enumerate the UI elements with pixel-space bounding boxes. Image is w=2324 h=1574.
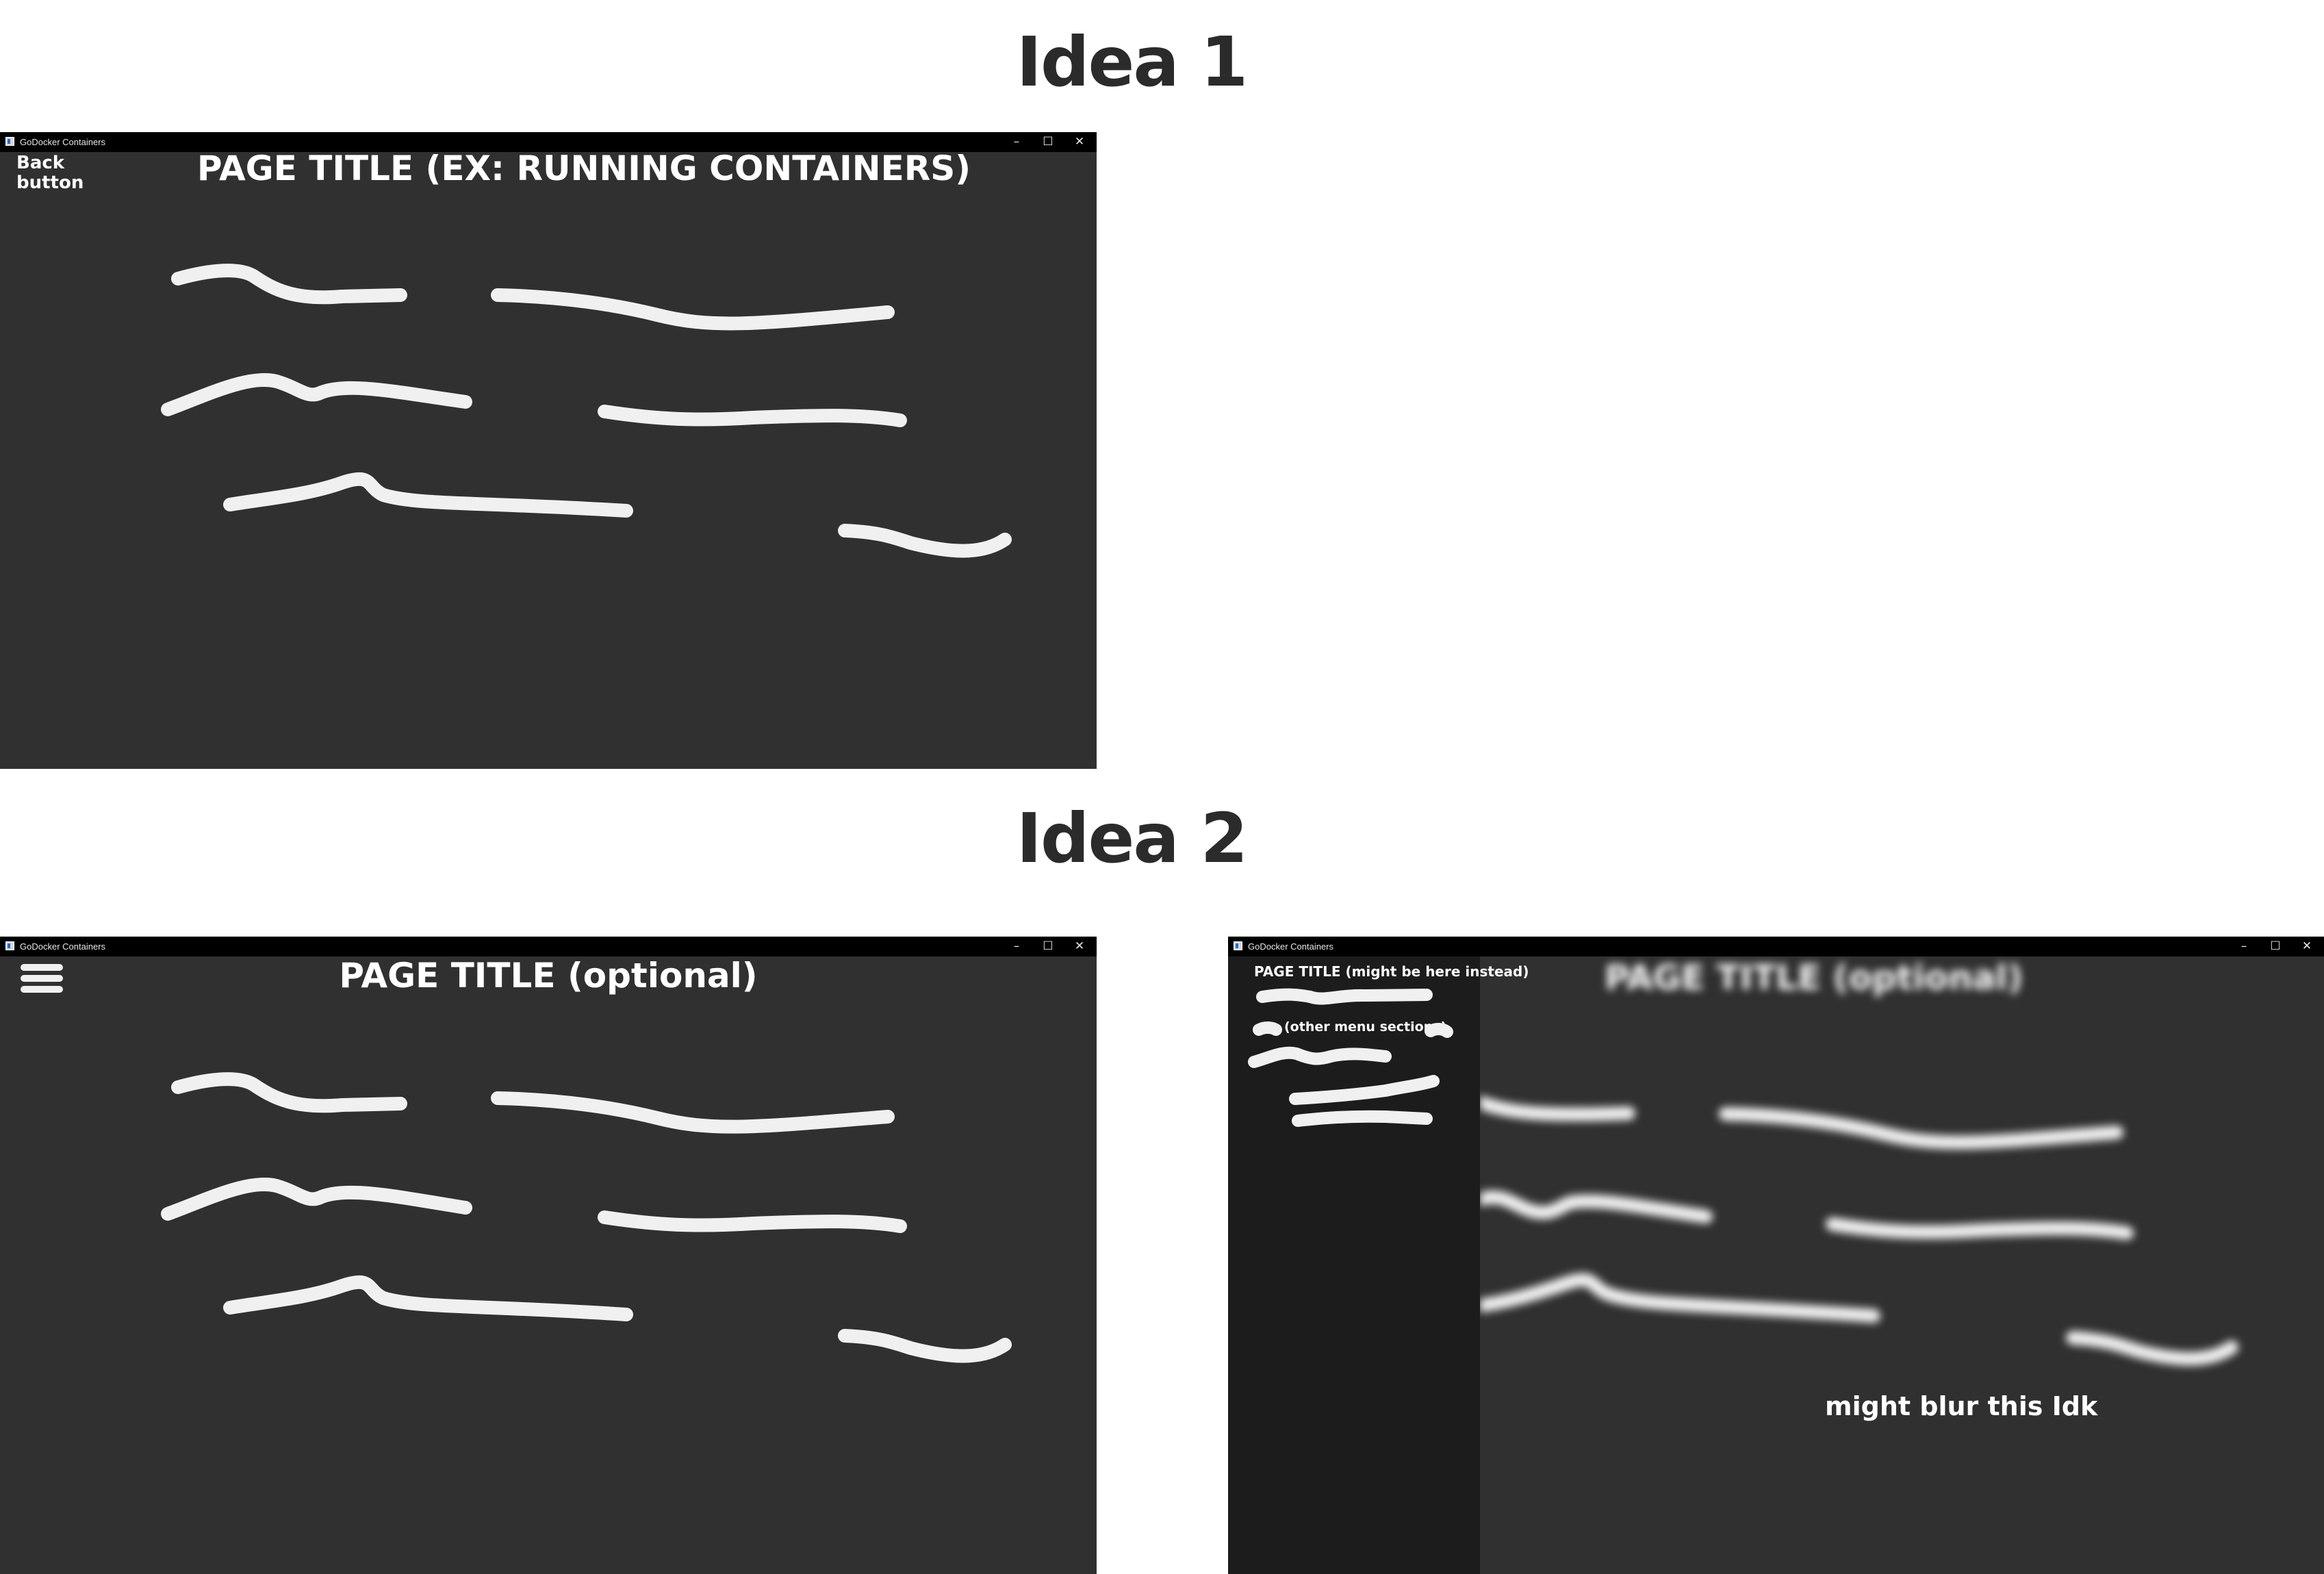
placeholder-line xyxy=(491,288,895,331)
maximize-icon[interactable]: ☐ xyxy=(1043,135,1054,149)
placeholder-line xyxy=(2066,1331,2238,1366)
menu-item-placeholder xyxy=(1292,1110,1433,1127)
back-button[interactable]: Back button xyxy=(16,153,84,193)
placeholder-line xyxy=(598,1210,907,1233)
maximize-icon[interactable]: ☐ xyxy=(2270,939,2281,953)
window-title: GoDocker Containers xyxy=(1248,941,1333,952)
placeholder-line xyxy=(598,405,907,427)
placeholder-line xyxy=(1826,1217,2134,1240)
window-titlebar[interactable]: GoDocker Containers – ☐ ✕ xyxy=(0,937,1097,956)
placeholder-line xyxy=(223,1275,633,1321)
app-icon xyxy=(1234,941,1242,950)
minimize-icon[interactable]: – xyxy=(1013,939,1020,953)
app-icon xyxy=(5,941,14,950)
placeholder-line xyxy=(171,264,407,305)
blurred-page-title: PAGE TITLE (optional) xyxy=(1605,958,2023,998)
hamburger-menu-icon[interactable] xyxy=(21,964,63,994)
minimize-icon[interactable]: – xyxy=(2240,939,2247,953)
menu-item-placeholder xyxy=(1425,1023,1453,1038)
placeholder-line xyxy=(1480,1190,1713,1223)
close-icon[interactable]: ✕ xyxy=(1074,135,1085,149)
navigation-drawer: PAGE TITLE (might be here instead) (othe… xyxy=(1228,956,1529,1574)
window-titlebar[interactable]: GoDocker Containers – ☐ ✕ xyxy=(0,132,1097,152)
blur-note: might blur this Idk xyxy=(1825,1391,2098,1421)
idea-2-window-hamburger: GoDocker Containers – ☐ ✕ PAGE TITLE (op… xyxy=(0,937,1097,1574)
app-icon xyxy=(5,137,14,146)
maximize-icon[interactable]: ☐ xyxy=(1043,939,1054,953)
content-placeholder-scribbles xyxy=(161,264,1012,558)
drawer-menu-sections-label: (other menu sections) xyxy=(1284,1019,1447,1034)
placeholder-line xyxy=(1480,1095,1635,1121)
window-title: GoDocker Containers xyxy=(20,137,105,147)
menu-item-placeholder xyxy=(1256,988,1433,1005)
drawer-menu-scribbles[interactable] xyxy=(1228,956,1480,1574)
window-titlebar[interactable]: GoDocker Containers – ☐ ✕ xyxy=(1228,937,2324,956)
placeholder-line xyxy=(1480,1273,1880,1323)
window-title: GoDocker Containers xyxy=(20,941,105,952)
placeholder-line xyxy=(1719,1107,2123,1150)
blurred-content: PAGE TITLE (optional) xyxy=(1480,956,2324,1574)
placeholder-line xyxy=(171,1072,407,1113)
blurred-content-area: PAGE TITLE (optional) might blur this Id… xyxy=(1480,956,2324,1574)
placeholder-line xyxy=(223,472,633,518)
menu-item-placeholder xyxy=(1253,1021,1282,1036)
drawer-page-title: PAGE TITLE (might be here instead) xyxy=(1254,963,1529,980)
placeholder-line xyxy=(161,1178,472,1221)
idea-1-heading: Idea 1 xyxy=(1016,22,1249,102)
placeholder-line xyxy=(838,524,1012,558)
close-icon[interactable]: ✕ xyxy=(2301,939,2312,953)
menu-item-placeholder xyxy=(1289,1075,1440,1105)
minimize-icon[interactable]: – xyxy=(1013,135,1020,149)
idea-2-heading: Idea 2 xyxy=(1016,798,1249,878)
blurred-placeholder-scribbles xyxy=(1480,1095,2238,1366)
idea-2-window-drawer: GoDocker Containers – ☐ ✕ PAGE TITLE (op… xyxy=(1228,937,2324,1574)
page-title: PAGE TITLE (optional) xyxy=(339,956,758,995)
content-placeholder-scribbles xyxy=(161,1072,1012,1363)
close-icon[interactable]: ✕ xyxy=(1074,939,1085,953)
placeholder-line xyxy=(491,1091,895,1134)
idea-1-window: GoDocker Containers – ☐ ✕ Back button PA… xyxy=(0,132,1097,769)
placeholder-line xyxy=(838,1329,1012,1363)
page-title: PAGE TITLE (EX: RUNNING CONTAINERS) xyxy=(196,149,971,188)
menu-item-placeholder xyxy=(1248,1046,1392,1068)
placeholder-line xyxy=(161,373,472,416)
